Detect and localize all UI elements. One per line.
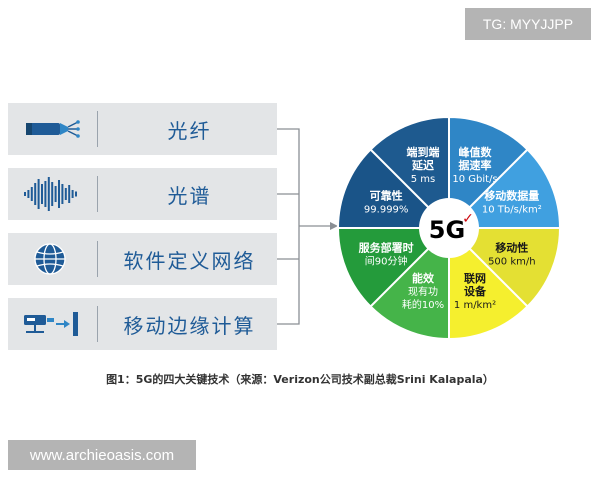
segment-title: 延迟 [411,158,434,172]
check-mark-icon: ✓ [462,211,474,227]
segment-title: 端到端 [406,145,439,159]
tech-label-fiber: 光纤 [167,118,212,143]
watermark-top: TG: MYYJJPP [465,8,591,40]
logo-text: 5G [429,216,465,244]
segment-value: 现有功 [408,285,438,298]
segment-title: 设备 [464,284,487,298]
separator [97,241,98,277]
tech-box-mec: 移动边缘计算 [8,298,277,350]
segment-title: 服务部署时 [359,241,414,255]
pie-segment [336,148,452,229]
pie-segment [446,148,562,229]
segment-title: 峰值数 [459,145,493,159]
segment-title: 联网 [464,271,486,285]
tech-label-sdn: 软件定义网络 [123,248,256,273]
tech-box-spectrum: 光谱 [8,168,277,220]
separator [97,306,98,342]
pie-segment [369,225,450,341]
separator [97,176,98,212]
pie-segment [448,225,529,341]
separator [97,111,98,147]
segment-value: 10 Tb/s/km² [482,204,542,215]
center-logo: 5G ✓ [419,198,479,258]
pie-segment [369,115,450,231]
fiber-cable-icon [20,111,82,147]
segment-title: 移动性 [495,241,528,255]
segment-value: 99.999% [364,204,409,215]
pie-segment [448,115,529,231]
tech-label-spectrum: 光谱 [167,183,212,208]
tech-label-mec: 移动边缘计算 [123,313,256,338]
segment-title: 能效 [412,271,435,285]
spectrum-waveform-icon [20,176,82,212]
segment-value: 5 ms [411,174,436,185]
segment-value: 500 km/h [488,257,536,268]
segment-value: 1 m/km² [454,300,496,311]
segment-title: 移动数据量 [484,188,539,202]
segment-value: 耗的10% [402,298,444,311]
segment-title: 可靠性 [370,188,403,202]
figure-caption: 图1：5G的四大关键技术（来源：Verizon公司技术副总裁Srini Kala… [106,373,494,386]
pie-segment [336,227,452,308]
pie-segment [446,227,562,308]
segment-title: 据速率 [459,158,492,172]
connector-bracket [277,128,338,325]
segment-value: 10 Gbit/s [452,174,497,185]
segment-value: 间90分钟 [365,255,408,268]
edge-server-icon [20,306,82,342]
globe-network-icon [20,241,82,277]
watermark-bottom: www.archieoasis.com [8,440,196,470]
tech-box-fiber: 光纤 [8,103,277,155]
tech-box-sdn: 软件定义网络 [8,233,277,285]
